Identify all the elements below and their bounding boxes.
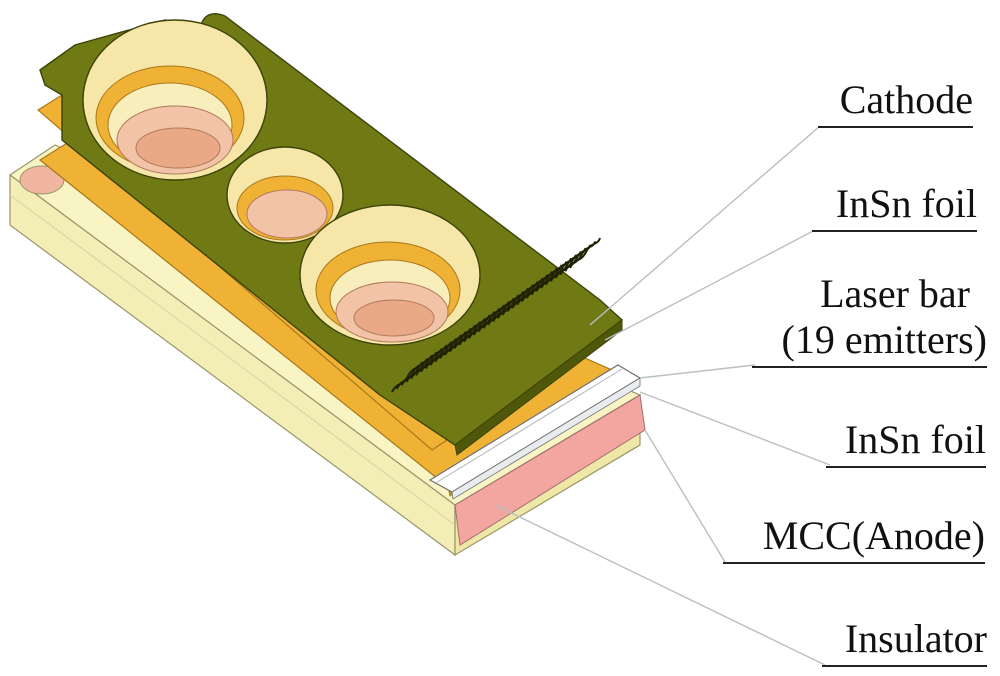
label-mcc-anode: MCC(Anode) [762, 513, 985, 558]
underline-cathode [818, 126, 973, 128]
leader-lines [494, 125, 831, 666]
cathode-comb-fingers [391, 237, 601, 393]
label-insn-foil-bottom: InSn foil [844, 417, 986, 462]
underline-laser-bar [752, 366, 987, 368]
label-insn-foil-top: InSn foil [835, 181, 977, 226]
leader-insn-bottom [639, 391, 831, 466]
label-laser-bar-line2: (19 emitters) [781, 317, 988, 362]
label-insulator: Insulator [844, 616, 987, 661]
cathode-hole-right [299, 204, 481, 346]
label-cathode: Cathode [839, 77, 973, 122]
leader-insn-top [604, 229, 816, 341]
leader-insulator [494, 504, 826, 666]
cathode-hole-left [82, 19, 268, 181]
underline-insn-foil-top [812, 230, 977, 232]
label-laser-bar-line1: Laser bar [820, 271, 970, 316]
comb-finger [569, 237, 601, 269]
underline-insn-foil-bottom [826, 466, 986, 468]
underline-insulator [822, 665, 987, 667]
leader-laser-bar [639, 364, 756, 379]
leader-cathode [589, 125, 821, 326]
cathode-plate [39, 13, 624, 456]
underline-mcc-anode [723, 562, 985, 564]
cathode-hole-middle [226, 146, 344, 244]
leader-mcc [644, 429, 726, 563]
